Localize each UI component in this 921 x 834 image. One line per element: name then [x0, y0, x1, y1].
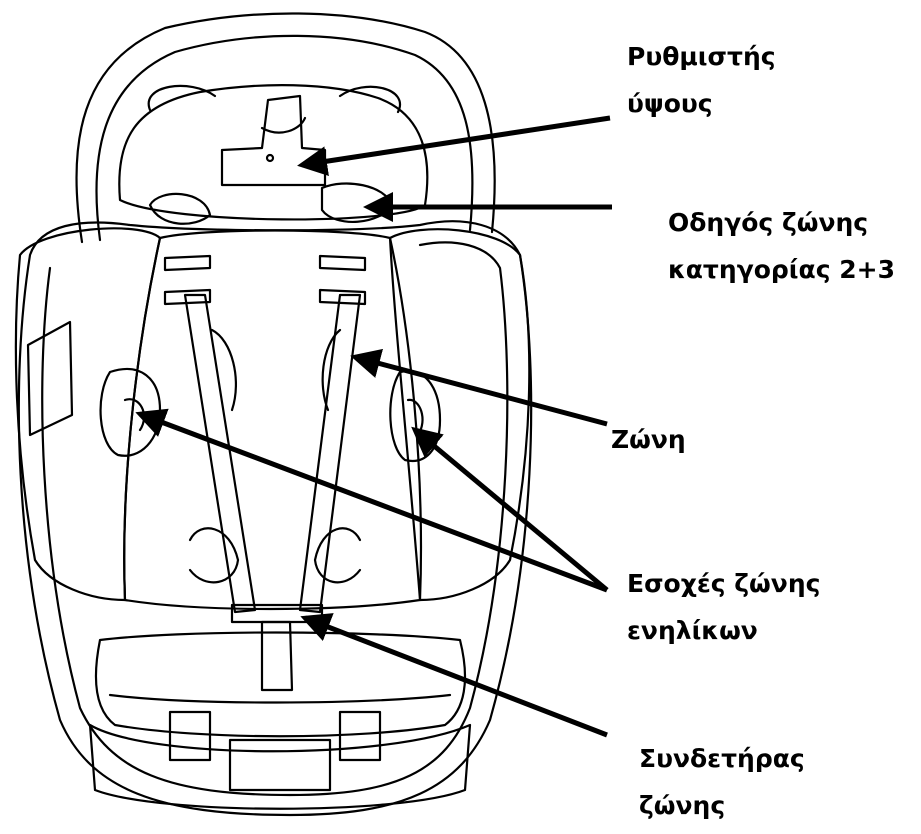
belt-clip-label: Συνδετήρας ζώνης — [639, 735, 805, 829]
belt-clip-label-line2: ζώνης — [639, 782, 805, 829]
pointer-arrows — [140, 118, 612, 735]
belt-guide-left — [150, 194, 210, 224]
adult-belt-slots-label: Εσοχές ζώνης ενηλίκων — [627, 560, 820, 654]
arrow-adult-slot-left — [140, 414, 607, 590]
belt-clip-label-line1: Συνδετήρας — [639, 735, 805, 782]
arrow-height-adjuster — [302, 118, 610, 165]
belt-label-line1: Ζώνη — [611, 416, 686, 463]
shell-outer — [19, 221, 531, 815]
seat-cushion — [96, 633, 465, 737]
belt-guide-label-line2: κατηγορίας 2+3 — [668, 246, 895, 293]
arrow-belt-clip — [305, 618, 607, 735]
car-seat-illustration — [16, 13, 531, 815]
belt-guide-label-line1: Οδηγός ζώνης — [668, 199, 895, 246]
arrow-adult-slot-right — [415, 430, 607, 590]
adult-belt-slots-label-line1: Εσοχές ζώνης — [627, 560, 820, 607]
backrest-pad — [124, 231, 420, 610]
belt-label: Ζώνη — [611, 416, 686, 463]
left-wing — [16, 228, 160, 600]
height-adjuster-label-line2: ύψους — [627, 80, 776, 127]
belt-guide-label: Οδηγός ζώνης κατηγορίας 2+3 — [668, 199, 895, 293]
adult-belt-slots-label-line2: ενηλίκων — [627, 607, 820, 654]
height-adjuster-part — [222, 96, 325, 185]
left-wing-panel — [28, 322, 72, 435]
height-adjuster-label: Ρυθμιστής ύψους — [627, 33, 776, 127]
height-adjuster-label-line1: Ρυθμιστής — [627, 33, 776, 80]
shell-inner — [42, 242, 507, 795]
